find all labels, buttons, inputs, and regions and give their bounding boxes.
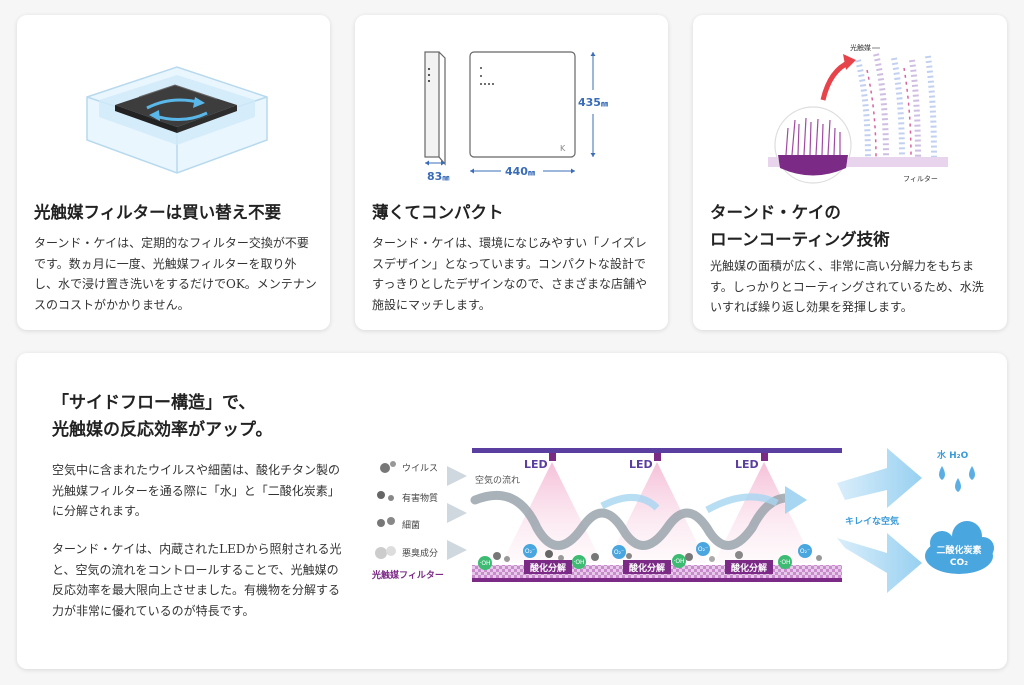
svg-text:·OH: ·OH <box>573 559 584 566</box>
svg-text:細菌: 細菌 <box>402 519 420 531</box>
svg-text:·OH: ·OH <box>479 560 490 567</box>
svg-text:·OH: ·OH <box>779 559 790 566</box>
oxidation-label: 酸化分解 <box>731 562 767 574</box>
section-paragraph: ターンド・ケイは、内蔵されたLEDから照射される光と、空気の流れをコントロールす… <box>52 542 342 618</box>
svg-text:有害物質: 有害物質 <box>402 492 438 504</box>
filter-card: 光触媒フィルターは買い替え不要 ターンド・ケイは、定期的なフィルター交換が不要で… <box>17 15 330 330</box>
sideflow-card: 「サイドフロー構造」で、 光触媒の反応効率がアップ。 空気中に含まれたウイルスや… <box>17 353 1007 669</box>
svg-text:K: K <box>560 144 566 153</box>
card-body: 光触媒の面積が広く、非常に高い分解力をもちます。しっかりとコーティングされている… <box>710 259 984 314</box>
width-dimension: 440㎜ <box>505 165 535 178</box>
svg-text:O₂⁻: O₂⁻ <box>525 548 535 555</box>
pollutant-legend: ウイルス 有害物質 細菌 悪臭成分 <box>375 461 438 559</box>
led-label: LED <box>735 458 759 471</box>
coating-card: 光触媒 フィルター ターンド・ケイの ローンコーティング技術 光触媒の面積が広く… <box>693 15 1007 330</box>
photocatalyst-label: 光触媒 <box>850 43 871 52</box>
card-title-line2: ローンコーティング技術 <box>710 230 890 249</box>
filter-wash-illustration <box>86 66 268 174</box>
led-label: LED <box>629 458 653 471</box>
airflow-label: 空気の流れ <box>475 474 520 486</box>
section-paragraph: 空気中に含まれたウイルスや細菌は、酸化チタン製の光触媒フィルターを通る際に「水」… <box>52 463 341 518</box>
svg-text:ウイルス: ウイルス <box>402 463 438 474</box>
oxidation-label: 酸化分解 <box>629 562 665 574</box>
filter-label: フィルター <box>903 174 938 183</box>
svg-text:O₂⁻: O₂⁻ <box>614 549 624 556</box>
oxidation-label: 酸化分解 <box>530 562 566 574</box>
depth-dimension: 83㎜ <box>427 170 449 183</box>
co2-cloud-icon <box>925 521 994 574</box>
water-label: 水 H₂O <box>937 449 969 461</box>
card-body: ターンド・ケイは、環境になじみやすい「ノイズレスデザイン」となっています。コンパ… <box>372 236 648 312</box>
co2-label: 二酸化炭素 <box>936 544 981 556</box>
coating-illustration: 光触媒 フィルター <box>768 43 948 184</box>
clean-air-label: キレイな空気 <box>845 515 899 527</box>
card-title: 光触媒フィルターは買い替え不要 <box>34 203 282 222</box>
co2-formula: CO₂ <box>950 558 968 568</box>
section-title: 「サイドフロー構造」で、 <box>52 393 256 413</box>
sideflow-diagram: LED LED LED ウイルス 有害物質 細菌 悪臭成分 光触媒フィルター 空… <box>371 448 994 593</box>
dimension-illustration: K 83㎜ 440㎜ 435㎜ <box>424 51 608 183</box>
card-body: ターンド・ケイは、定期的なフィルター交換が不要です。数ヵ月に一度、光触媒フィルタ… <box>34 236 317 312</box>
height-dimension: 435㎜ <box>578 96 608 109</box>
card-title: 薄くてコンパクト <box>372 203 504 222</box>
led-label: LED <box>524 458 548 471</box>
svg-text:悪臭成分: 悪臭成分 <box>402 547 438 559</box>
water-drop-icon <box>939 466 975 492</box>
filter-label: 光触媒フィルター <box>371 569 444 581</box>
svg-text:·OH: ·OH <box>673 558 684 565</box>
svg-text:O₂⁻: O₂⁻ <box>800 548 810 555</box>
compact-card: K 83㎜ 440㎜ 435㎜ 薄くてコンパクト ターンド・ケイは、環境になじみ… <box>355 15 668 330</box>
card-title: ターンド・ケイの <box>710 203 841 222</box>
section-title-line2: 光触媒の反応効率がアップ。 <box>52 420 273 440</box>
svg-text:O₂⁻: O₂⁻ <box>698 546 708 553</box>
